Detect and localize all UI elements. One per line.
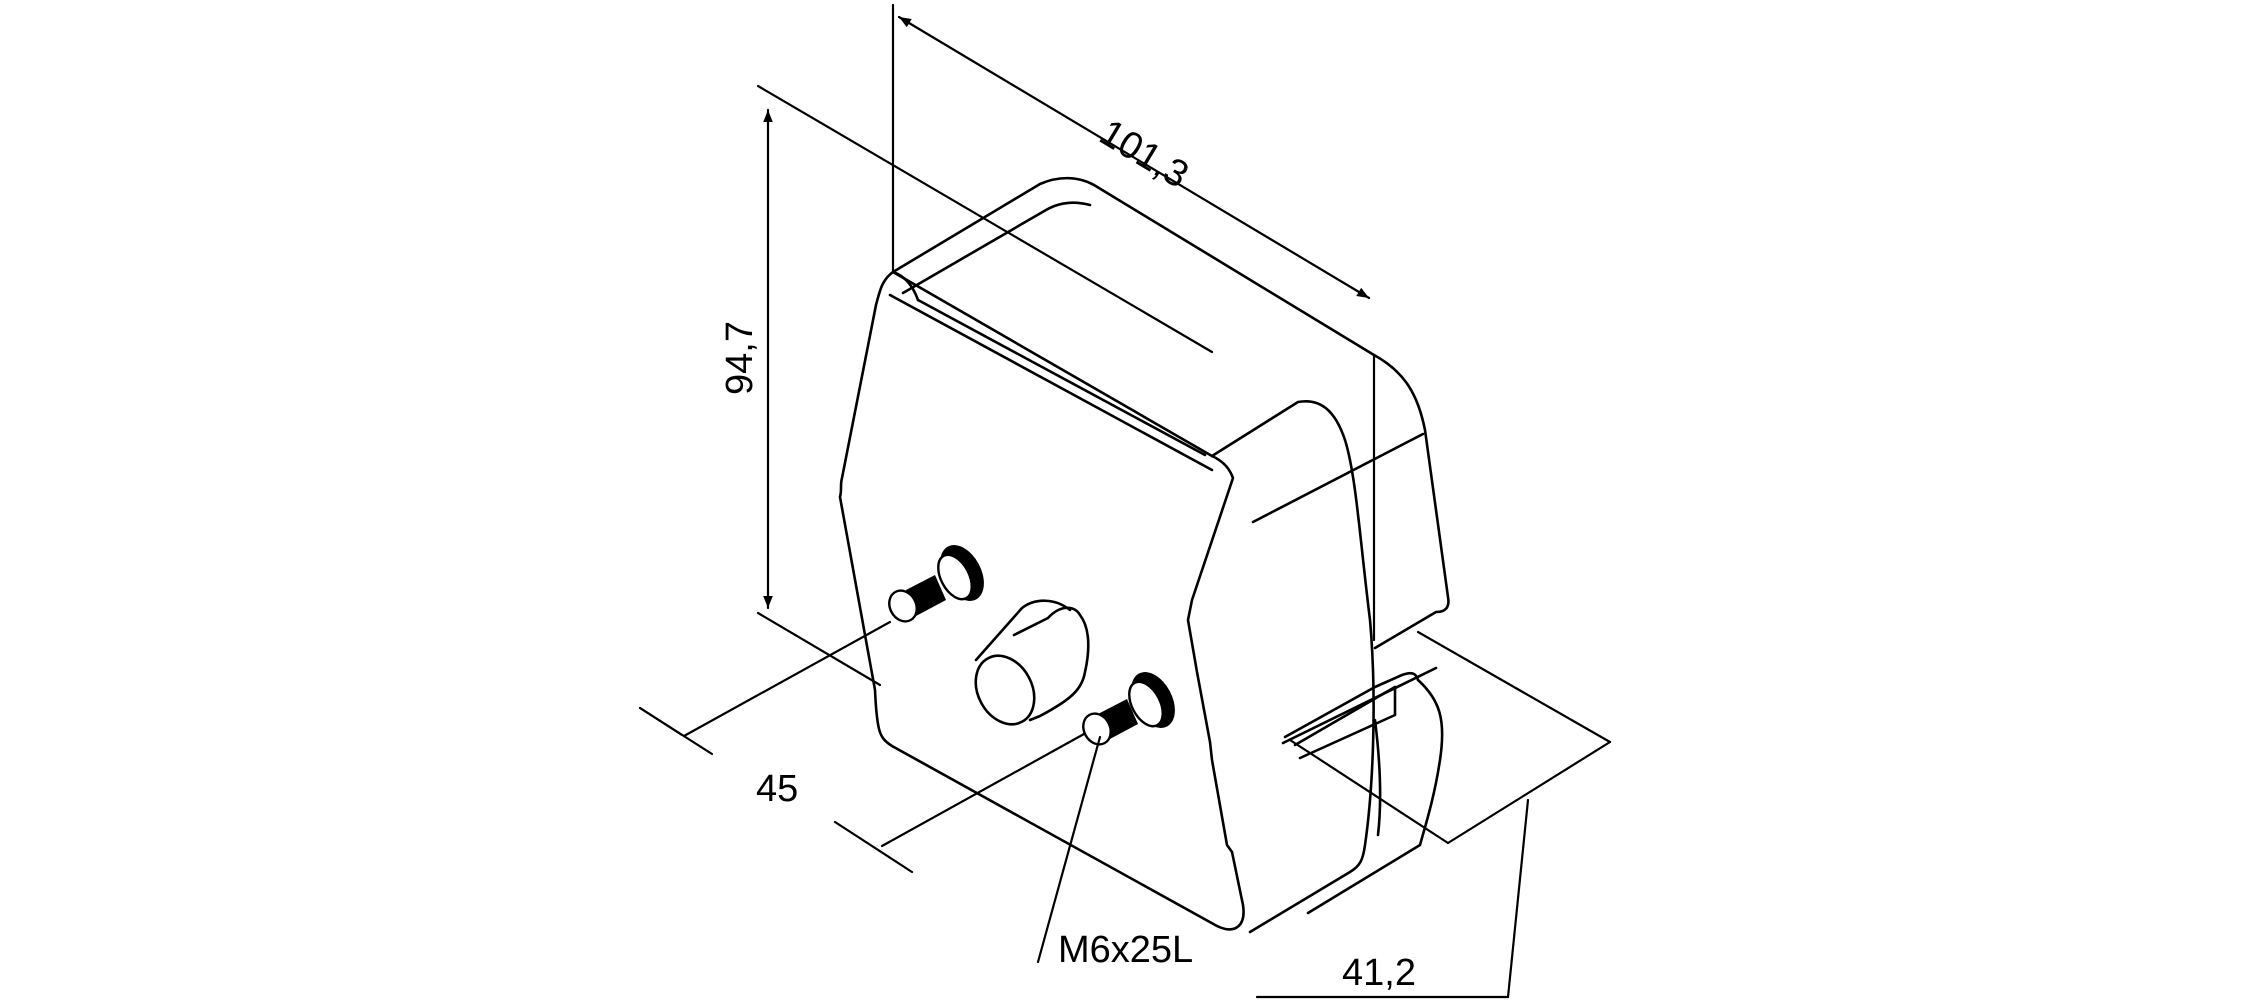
right-side-lower-line	[1283, 671, 1420, 739]
dimension-length: 101,3	[891, 3, 1376, 642]
bolt-left	[888, 545, 984, 623]
front-face-outline	[838, 270, 1245, 931]
bolt-left-washer-inner	[937, 553, 973, 601]
depth-extension-vertical	[1506, 798, 1530, 999]
height-extension-top	[756, 84, 1214, 354]
callout-bolt-spec: M6x25L	[1036, 735, 1193, 971]
bolt-right-tip	[1082, 712, 1112, 746]
dimension-bolt-spacing: 45	[638, 620, 1086, 874]
bottom-edge-back	[1281, 666, 1438, 745]
depth-extension-top	[1416, 630, 1612, 744]
grommet-opening	[974, 654, 1036, 726]
right-side-mid-line	[1251, 432, 1425, 524]
spacing-extension-left	[682, 620, 892, 738]
height-extension-bottom	[756, 611, 882, 687]
depth-extension-back	[1288, 738, 1450, 845]
spacing-tick-left	[638, 706, 714, 756]
bolt-right-washer-inner	[1128, 680, 1164, 728]
top-face-edge-line	[888, 293, 1214, 472]
length-label: 101,3	[1092, 112, 1195, 197]
top-face-outline	[891, 176, 1376, 357]
right-side-bottom-curve	[1306, 678, 1444, 915]
bolt-spec-leader	[1036, 735, 1102, 964]
length-dimension-line	[897, 15, 1371, 300]
right-side-bottom-inner	[1293, 685, 1397, 760]
grommet-cone-top	[974, 599, 1072, 662]
spacing-extension-right	[880, 732, 1086, 848]
dimension-height: 94,7	[719, 84, 1214, 687]
bolt-right	[1082, 672, 1175, 746]
bolt-spec-label: M6x25L	[1058, 929, 1193, 971]
bolt-left-tip	[888, 589, 918, 623]
dimension-depth: 41,2	[1255, 630, 1612, 999]
right-side-inner-curve	[1210, 399, 1375, 934]
height-label: 94,7	[719, 321, 761, 395]
top-face-rim-back	[916, 298, 1207, 457]
depth-label: 41,2	[1342, 952, 1416, 994]
cable-grommet	[974, 599, 1090, 726]
grommet-cone	[1012, 606, 1090, 722]
depth-extension-mid	[1446, 740, 1612, 845]
spacing-tick-right	[833, 820, 914, 874]
bottom-edge-line	[1373, 718, 1382, 837]
right-side-top-curve	[1372, 353, 1450, 650]
spacing-label: 45	[756, 768, 798, 810]
